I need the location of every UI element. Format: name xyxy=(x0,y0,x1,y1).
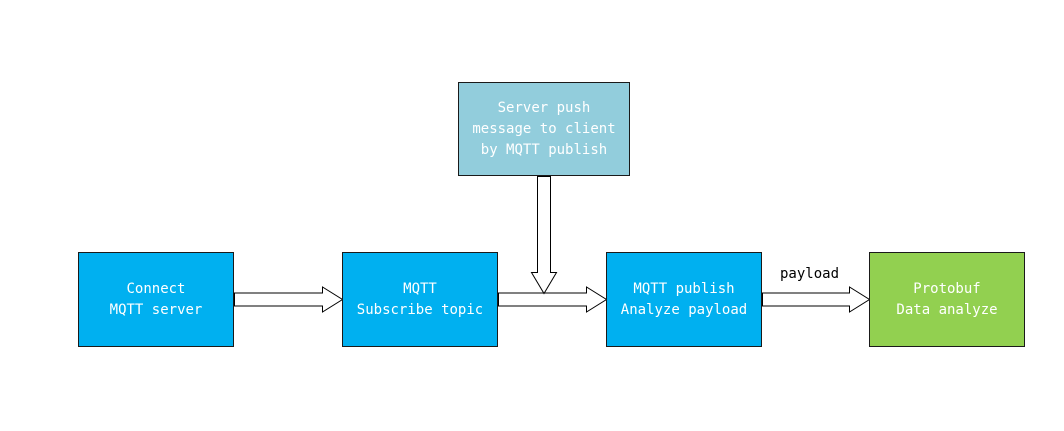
arrow-subscribe-to-publish xyxy=(498,286,608,313)
connect-box-line-1: Connect xyxy=(126,280,186,297)
connect-mqtt-server-box: Connect MQTT server xyxy=(78,252,234,347)
subscribe-box-line-2: Subscribe topic xyxy=(356,301,484,318)
subscribe-box-line-1: MQTT xyxy=(403,280,437,297)
push-box-line-2: message to client xyxy=(472,120,616,137)
protobuf-box-line-1: Protobuf xyxy=(913,280,981,297)
protobuf-box-text: Protobuf Data analyze xyxy=(896,279,997,321)
subscribe-box-text: MQTT Subscribe topic xyxy=(357,279,483,321)
protobuf-data-analyze-box: Protobuf Data analyze xyxy=(869,252,1025,347)
push-box-line-3: by MQTT publish xyxy=(480,141,608,158)
connect-box-line-2: MQTT server xyxy=(109,301,203,318)
connect-box-text: Connect MQTT server xyxy=(110,279,203,321)
publish-box-line-1: MQTT publish xyxy=(633,280,735,297)
push-box-text: Server push message to client by MQTT pu… xyxy=(472,98,615,161)
arrow-connect-to-subscribe xyxy=(234,286,344,313)
arrow-publish-to-protobuf xyxy=(762,286,871,313)
publish-box-text: MQTT publish Analyze payload xyxy=(621,279,747,321)
payload-edge-label: payload xyxy=(780,266,840,282)
publish-box-line-2: Analyze payload xyxy=(620,301,748,318)
server-push-message-box: Server push message to client by MQTT pu… xyxy=(458,82,630,176)
push-box-line-1: Server push xyxy=(497,99,591,116)
mqtt-subscribe-topic-box: MQTT Subscribe topic xyxy=(342,252,498,347)
arrow-push-down xyxy=(530,176,558,295)
mqtt-publish-analyze-box: MQTT publish Analyze payload xyxy=(606,252,762,347)
protobuf-box-line-2: Data analyze xyxy=(896,301,998,318)
